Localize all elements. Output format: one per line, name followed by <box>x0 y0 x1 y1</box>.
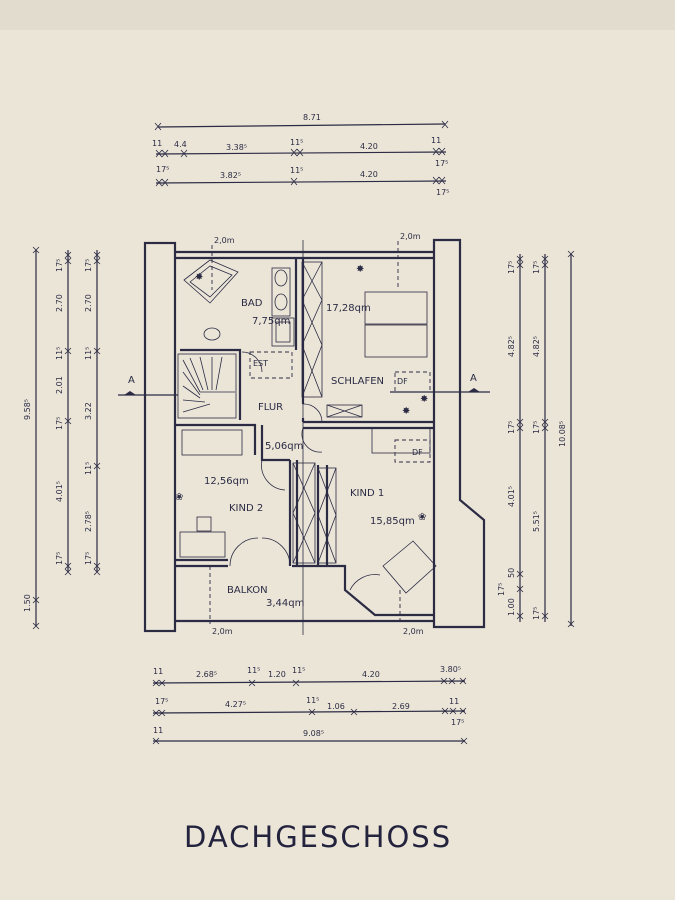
room-name-kind2: KIND 2 <box>229 503 263 514</box>
marker-df: DF <box>412 448 423 457</box>
section-marker-right: A <box>470 373 477 384</box>
dim-label: 10.08⁵ <box>558 421 567 447</box>
dim-label: 4.20 <box>360 170 378 179</box>
plant-icon: ❀ <box>175 492 183 503</box>
dim-label: 4.20 <box>360 142 378 151</box>
marker-df: DF <box>397 377 408 386</box>
dim-label: 17⁵ <box>507 261 516 274</box>
dim-label: 2.69 <box>392 702 410 711</box>
dim-label: 4.01⁵ <box>507 486 516 507</box>
room-area-flur: 5,06qm <box>265 441 303 452</box>
dim-label: 4.82⁵ <box>507 336 516 357</box>
dim-label: 17⁵ <box>156 165 169 174</box>
dim-label: 1.00 <box>507 598 516 616</box>
dim-label: 2.70 <box>55 294 64 312</box>
dim-label: 11⁵ <box>292 666 305 675</box>
dim-label: 17⁵ <box>436 188 449 197</box>
dim-label: 11 <box>153 667 163 676</box>
room-area-balkon: 3,44qm <box>266 598 304 609</box>
dim-label: 3.22 <box>84 402 93 420</box>
dim-label: 4.82⁵ <box>532 336 541 357</box>
room-name-kind1: KIND 1 <box>350 488 384 499</box>
dim-label: 11⁵ <box>84 347 93 360</box>
dim-label: 11 <box>153 726 163 735</box>
room-name-schlafen: SCHLAFEN <box>331 376 384 387</box>
dim-label: 3.38⁵ <box>226 143 247 152</box>
dim-label: 11⁵ <box>84 462 93 475</box>
ceiling-light-icon: ✸ <box>356 264 364 275</box>
dim-label: 11 <box>431 136 441 145</box>
dim-label: 3.80⁵ <box>440 665 461 674</box>
dim-label: 50 <box>507 568 516 578</box>
dim-label: 17⁵ <box>55 259 64 272</box>
right-brick-wall <box>432 238 486 629</box>
dim-label: 17⁵ <box>507 421 516 434</box>
dim-label: 17⁵ <box>497 583 506 596</box>
dim-label: 11⁵ <box>290 166 303 175</box>
dim-label: 4.4 <box>174 140 187 149</box>
plan-walls: ✸ ✸ ✸ ✸ ❀ ❀ <box>118 238 490 635</box>
top-dimensions: 8.71 11 4.4 3.38⁵ 11⁵ 4.20 11 17⁵ 17⁵ 3.… <box>152 113 449 197</box>
room-area-kind1: 15,85qm <box>370 516 415 527</box>
dim-label: 17⁵ <box>451 718 464 727</box>
marker-est: EST <box>253 359 268 368</box>
dim-label: 1.50 <box>23 594 32 612</box>
dim-total-width-bottom: 9.08⁵ <box>303 729 324 738</box>
room-name-bad: BAD <box>241 298 263 309</box>
height-marker: 2,0m <box>214 236 235 245</box>
dim-label: 2.78⁵ <box>84 511 93 532</box>
ceiling-light-icon: ✸ <box>420 394 428 405</box>
ceiling-light-icon: ✸ <box>402 406 410 417</box>
height-marker: 2,0m <box>212 627 233 636</box>
dim-label: 11⁵ <box>306 696 319 705</box>
dim-label: 4.01⁵ <box>55 481 64 502</box>
dim-label: 2.70 <box>84 294 93 312</box>
dim-label: 2.01 <box>55 376 64 394</box>
left-brick-wall <box>143 241 177 633</box>
room-name-balkon: BALKON <box>227 585 268 596</box>
room-labels: BAD 7,75qm 17,28qm SCHLAFEN FLUR 5,06qm … <box>128 232 477 636</box>
height-marker: 2,0m <box>400 232 421 241</box>
dim-label: 4.27⁵ <box>225 700 246 709</box>
bottom-dimensions: 11 2.68⁵ 11⁵ 1.20 11⁵ 4.20 3.80⁵ 17⁵ 4.2… <box>152 665 468 745</box>
right-dimensions: 17⁵ 4.82⁵ 17⁵ 4.01⁵ 50 17⁵ 1.00 17⁵ 4.82… <box>497 250 575 628</box>
dim-label: 17⁵ <box>155 697 168 706</box>
dim-label: 17⁵ <box>532 607 541 620</box>
dim-label: 17⁵ <box>84 552 93 565</box>
dim-label: 9.58⁵ <box>23 399 32 420</box>
dim-label: 11⁵ <box>290 138 303 147</box>
dim-label: 11⁵ <box>247 666 260 675</box>
dim-label: 17⁵ <box>55 552 64 565</box>
dim-label: 11 <box>152 139 162 148</box>
dim-label: 17⁵ <box>532 261 541 274</box>
plan-title: DACHGESCHOSS <box>184 820 452 854</box>
dim-label: 17⁵ <box>435 159 448 168</box>
room-area-schlafen: 17,28qm <box>326 303 371 314</box>
dim-label: 1.20 <box>268 670 286 679</box>
dim-total-width: 8.71 <box>303 113 321 122</box>
dim-label: 5.51⁵ <box>532 511 541 532</box>
ceiling-light-icon: ✸ <box>195 272 203 283</box>
room-area-kind2: 12,56qm <box>204 476 249 487</box>
height-marker: 2,0m <box>403 627 424 636</box>
room-name-flur: FLUR <box>258 402 283 413</box>
paper-fold <box>0 0 675 30</box>
dim-label: 17⁵ <box>532 421 541 434</box>
room-area-bad: 7,75qm <box>252 316 290 327</box>
dim-label: 11⁵ <box>55 347 64 360</box>
dim-label: 2.68⁵ <box>196 670 217 679</box>
section-marker-left: A <box>128 375 135 386</box>
dim-label: 1.06 <box>327 702 345 711</box>
left-dimensions: 9.58⁵ 1.50 17⁵ 2.70 11⁵ 2.01 17⁵ 4.01⁵ 1… <box>23 246 101 630</box>
dim-label: 17⁵ <box>84 259 93 272</box>
dim-label: 4.20 <box>362 670 380 679</box>
dim-label: 11 <box>449 697 459 706</box>
plant-icon: ❀ <box>418 512 426 523</box>
dim-label: 17⁵ <box>55 417 64 430</box>
dim-label: 3.82⁵ <box>220 171 241 180</box>
